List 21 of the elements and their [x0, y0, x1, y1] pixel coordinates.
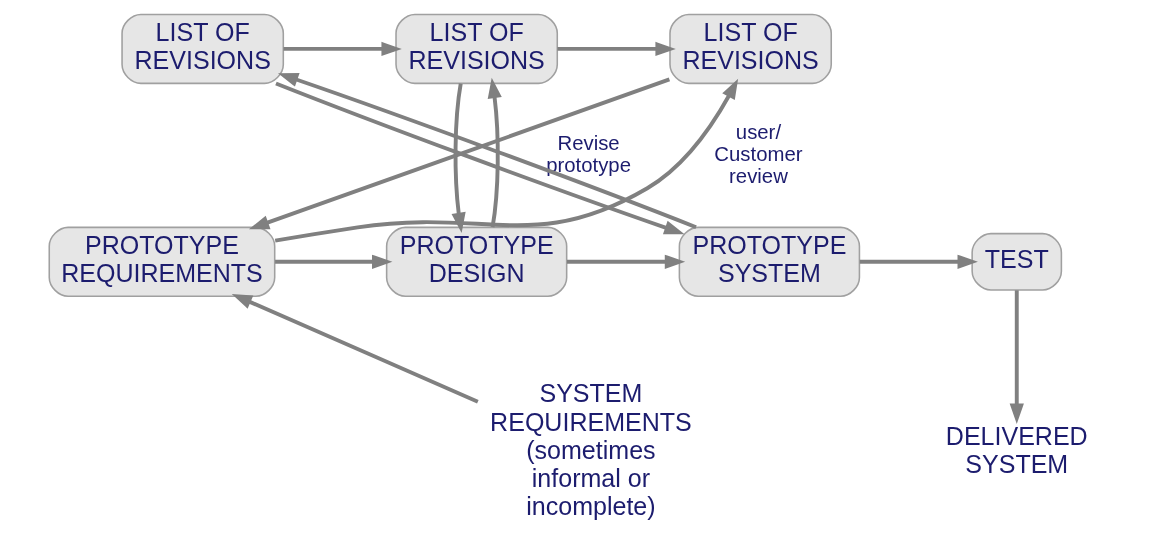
node-box: LIST OF REVISIONS [121, 13, 285, 85]
node-box: TEST [971, 232, 1063, 291]
node-box: LIST OF REVISIONS [669, 13, 833, 85]
arrow [231, 293, 479, 404]
arrow [283, 41, 402, 57]
arrow [451, 83, 466, 234]
arrow [487, 77, 502, 228]
arrow [557, 41, 676, 57]
edge-label: Revise prototype [546, 131, 631, 176]
node-box: LIST OF REVISIONS [395, 13, 559, 85]
node-box: PROTOTYPE REQUIREMENTS [48, 226, 276, 298]
arrow [275, 254, 393, 269]
edge-label: user/ Customer review [714, 120, 803, 187]
arrow [859, 254, 978, 269]
node-box: PROTOTYPE DESIGN [385, 226, 568, 298]
arrow [274, 78, 739, 243]
arrow [1009, 290, 1024, 424]
node-box: PROTOTYPE SYSTEM [678, 226, 861, 298]
node-text: SYSTEM REQUIREMENTS (sometimes informal or incomplete) [490, 379, 692, 521]
node-text: DELIVERED SYSTEM [945, 421, 1088, 478]
arrow [567, 254, 686, 269]
